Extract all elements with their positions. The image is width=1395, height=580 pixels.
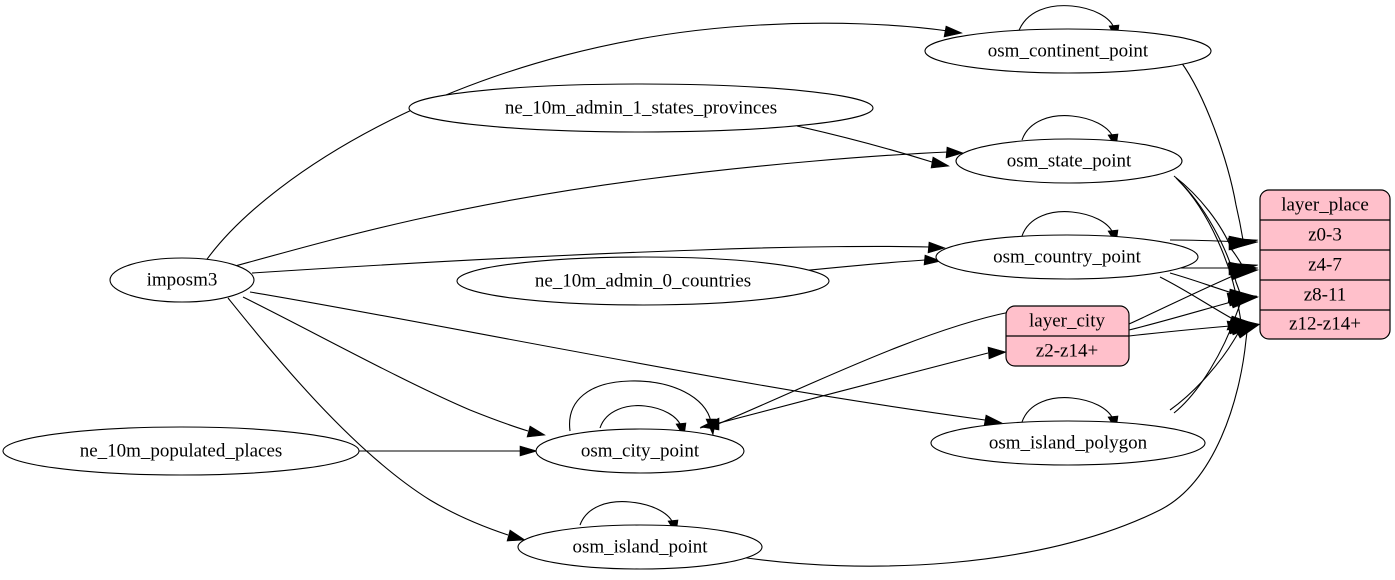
node-ne_countries-label: ne_10m_admin_0_countries [535, 270, 751, 291]
node-osm_island_polygon-shape[interactable] [930, 420, 1206, 466]
node-osm_country_point-shape[interactable] [935, 234, 1199, 280]
record-node-layer_place[interactable]: layer_place z0-3 z4-7 z8-11 z12-z14+ [1259, 189, 1391, 340]
arrowhead-ne_states-osm_state_point [930, 156, 950, 169]
edge-imposm3-to-osm_island_polygon [249, 291, 986, 421]
edge-imposm3-to-osm_state_point [227, 151, 949, 269]
arrowhead-layer_city-z4_7 [1230, 263, 1260, 281]
edge-imposm3-to-osm_country_point [251, 245, 931, 274]
node-osm_island_point-label: osm_island_point [572, 536, 708, 557]
edge-selfloop-osm_continent_point [1017, 5, 1115, 34]
edge-selfloop-inner-osm_city_point [599, 405, 682, 429]
node-osm_continent_point-shape[interactable] [924, 28, 1212, 74]
node-ne_countries-shape[interactable] [456, 256, 830, 306]
node-osm_city_point-shape[interactable] [535, 428, 745, 474]
layer_place-row-z0-3[interactable]: z0-3 [1308, 224, 1342, 245]
arrowhead-country-z0_3 [1228, 235, 1259, 251]
layer_city-title: layer_city [1029, 310, 1105, 331]
node-ne_states_provinces-shape[interactable] [408, 83, 874, 133]
edge-selfloop-osm_island_point [579, 501, 674, 526]
edge-osm_city_point-to-layer_city [699, 352, 989, 429]
node-osm_island_point[interactable]: osm_island_point [517, 524, 763, 570]
node-ne_10m_admin_1_states_provinces[interactable]: ne_10m_admin_1_states_provinces [408, 83, 874, 133]
node-osm_city_point-label: osm_city_point [581, 440, 700, 461]
node-osm_continent_point[interactable]: osm_continent_point [924, 28, 1212, 74]
node-osm_state_point[interactable]: osm_state_point [955, 138, 1183, 184]
layer_place-row-z8-11[interactable]: z8-11 [1304, 284, 1347, 305]
arrowhead-island_point-z12 [1233, 323, 1261, 339]
edge-ne_countries-to-osm_country_point [799, 259, 926, 272]
edge-layer_city-to-layer_place-z12 [1128, 324, 1243, 337]
edge-imposm3-to-osm_city_point [242, 296, 529, 432]
edge-osm_state_point-to-layer_place-z4-7 [1173, 175, 1243, 266]
arrowhead-layer_city-osm_city_point [700, 417, 720, 431]
node-imposm3-shape[interactable] [109, 257, 255, 303]
arrowhead-imposm3-osm_island_point [506, 529, 526, 542]
record-node-layer_city[interactable]: layer_city z2-z14+ [1005, 305, 1130, 367]
edge-osm_continent_point-to-layer_place-z0-3 [1180, 61, 1244, 241]
arrowhead-city-layer_city [987, 346, 1007, 360]
arrowhead-imposm3-osm_state_point [945, 146, 964, 159]
node-osm_country_point[interactable]: osm_country_point [935, 234, 1199, 280]
node-ne_states_provinces-label: ne_10m_admin_1_states_provinces [505, 97, 777, 118]
node-layer: imposm3 ne_10m_admin_1_states_provinces … [2, 28, 1391, 570]
edge-osm_island_point-to-layer_place-z12 [739, 327, 1248, 567]
arrowhead-ne_countries-osm_country_point [923, 254, 943, 266]
edge-layer [204, 5, 1261, 567]
node-osm_island_point-shape[interactable] [517, 524, 763, 570]
edge-layer_city-to-layer_place-z8-11 [1128, 298, 1243, 331]
arrowhead-ne_populated-osm_city_point [519, 445, 539, 457]
node-ne_populated_places-label: ne_10m_populated_places [80, 440, 283, 461]
edge-selfloop-osm_island_polygon [1021, 397, 1114, 423]
node-imposm3[interactable]: imposm3 [109, 257, 255, 303]
edge-ne_states_provinces-to-osm_state_point [796, 125, 933, 163]
layer_place-row-z4-7[interactable]: z4-7 [1308, 254, 1342, 275]
node-osm_state_point-label: osm_state_point [1007, 150, 1132, 171]
edge-selfloop-outer-osm_city_point [569, 380, 712, 432]
node-osm_continent_point-label: osm_continent_point [988, 40, 1149, 61]
edge-osm_island_polygon-to-layer_place-z12 [1169, 325, 1243, 411]
arrowhead-imposm3-osm_country_point [927, 241, 946, 254]
node-osm_city_point[interactable]: osm_city_point [535, 428, 745, 474]
node-osm_island_polygon[interactable]: osm_island_polygon [930, 420, 1206, 466]
edge-selfloop-osm_country_point [1021, 211, 1114, 237]
edge-layer_city-to-osm_city_point [717, 311, 1011, 425]
layer_place-title: layer_place [1281, 194, 1369, 215]
node-imposm3-label: imposm3 [147, 269, 218, 290]
node-osm_country_point-label: osm_country_point [993, 246, 1141, 267]
node-ne_10m_populated_places[interactable]: ne_10m_populated_places [2, 426, 360, 476]
edge-imposm3-to-osm_continent_point [204, 22, 949, 263]
node-osm_state_point-shape[interactable] [955, 138, 1183, 184]
arrowhead-imposm3-osm_continent_point [943, 25, 963, 38]
arrowhead-island_polygon-z8_11 [1228, 296, 1259, 309]
layer_place-row-z12-z14plus[interactable]: z12-z14+ [1289, 313, 1361, 334]
arrowhead-imposm3-osm_city_point [526, 425, 546, 438]
layer_city-row-z2-z14plus[interactable]: z2-z14+ [1036, 340, 1098, 361]
edge-imposm3-to-osm_island_point [227, 297, 509, 536]
edge-selfloop-osm_state_point [1021, 115, 1114, 141]
edge-layer_city-to-layer_place-z4-7 [1128, 271, 1243, 325]
node-osm_island_polygon-label: osm_island_polygon [989, 432, 1148, 453]
node-ne_10m_admin_0_countries[interactable]: ne_10m_admin_0_countries [456, 256, 830, 306]
layer_place-box[interactable] [1259, 189, 1391, 340]
node-ne_populated_places-shape[interactable] [2, 426, 360, 476]
